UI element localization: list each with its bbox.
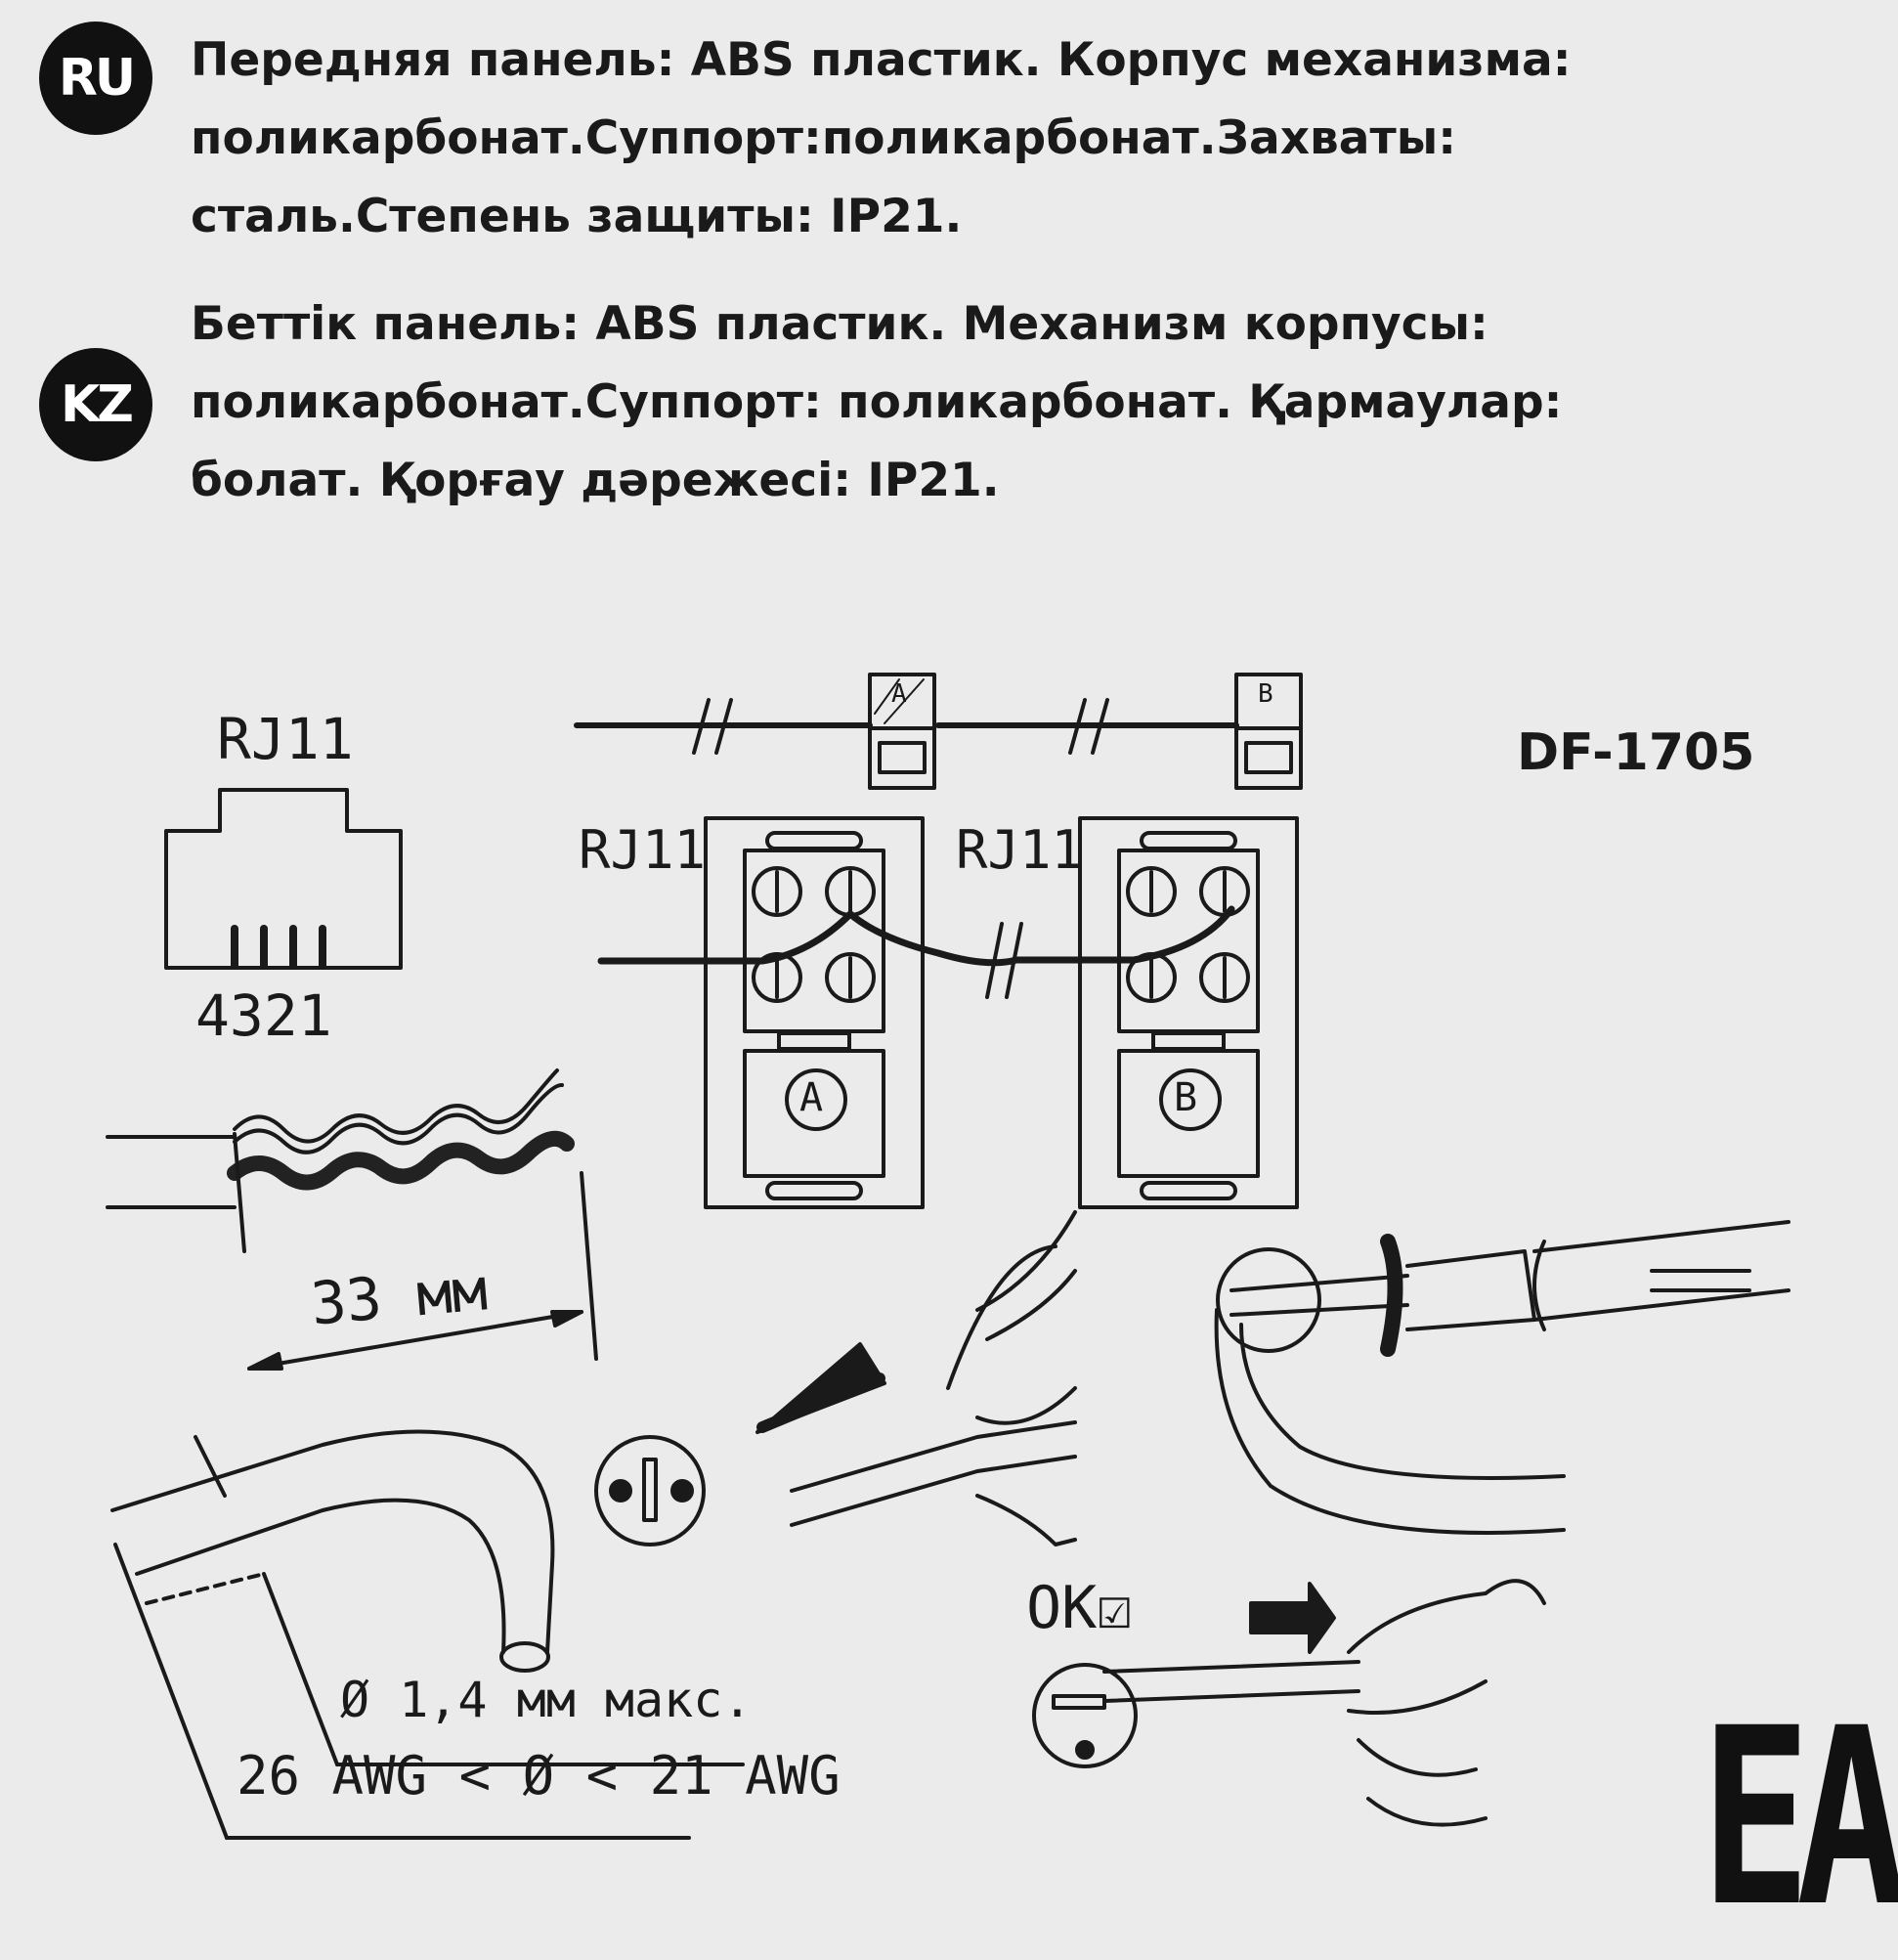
screwdriver-icon [1214,1220,1790,1535]
rj11-socket-b-label: RJ11 [956,819,1084,881]
hand-insert-wire-icon [755,1210,1077,1546]
eac-certification-mark: EAC [1701,1676,1898,1960]
model-number: DF-1705 [1517,723,1755,782]
socket-b-letter: B [1174,1075,1198,1120]
ru-materials-text: Передняя панель: ABS пластик. Корпус мех… [191,22,1852,256]
terminal-slot-icon [594,1435,706,1546]
jack-a-letter: A [891,679,907,709]
ru-language-badge: RU [39,22,152,135]
socket-module-a [704,816,925,1209]
jack-chain-schematic [574,673,1303,790]
rj11-socket-a-label: RJ11 [579,819,707,881]
rj11-plug-icon [164,788,403,970]
kz-language-badge: KZ [39,348,152,461]
wire-diameter-illustration [110,1429,745,1840]
awg-range-label: 26 AWG < Ø < 21 AWG [237,1745,841,1807]
wire-diameter-label: Ø 1,4 мм макс. [340,1672,753,1728]
kz-materials-text: Беттік панель: ABS пластик. Механизм кор… [191,285,1852,520]
ru-line-1: Передняя панель: ABS пластик. Корпус мех… [191,33,1572,87]
twisted-pair-strip-icon [106,1068,598,1371]
connecting-cable [597,905,1235,999]
rj11-left-label: RJ11 [217,706,354,772]
kz-line-2: поликарбонат.Суппорт: поликарбонат. Қарм… [191,375,1563,429]
pin-numbers-label: 4321 [195,982,332,1049]
kz-line-3: болат. Қорғау дәрежесі: IP21. [191,454,1000,507]
socket-module-b [1078,816,1299,1209]
socket-a-letter: A [799,1075,824,1120]
kz-line-1: Беттік панель: ABS пластик. Механизм кор… [191,297,1488,351]
ok-label: OK☑ [1026,1574,1133,1642]
jack-b-letter: B [1258,679,1273,709]
ru-line-3: сталь.Степень защиты: IP21. [191,190,963,243]
ok-result-icon [1032,1579,1546,1827]
ru-line-2: поликарбонат.Суппорт:поликарбонат.Захват… [191,111,1457,165]
